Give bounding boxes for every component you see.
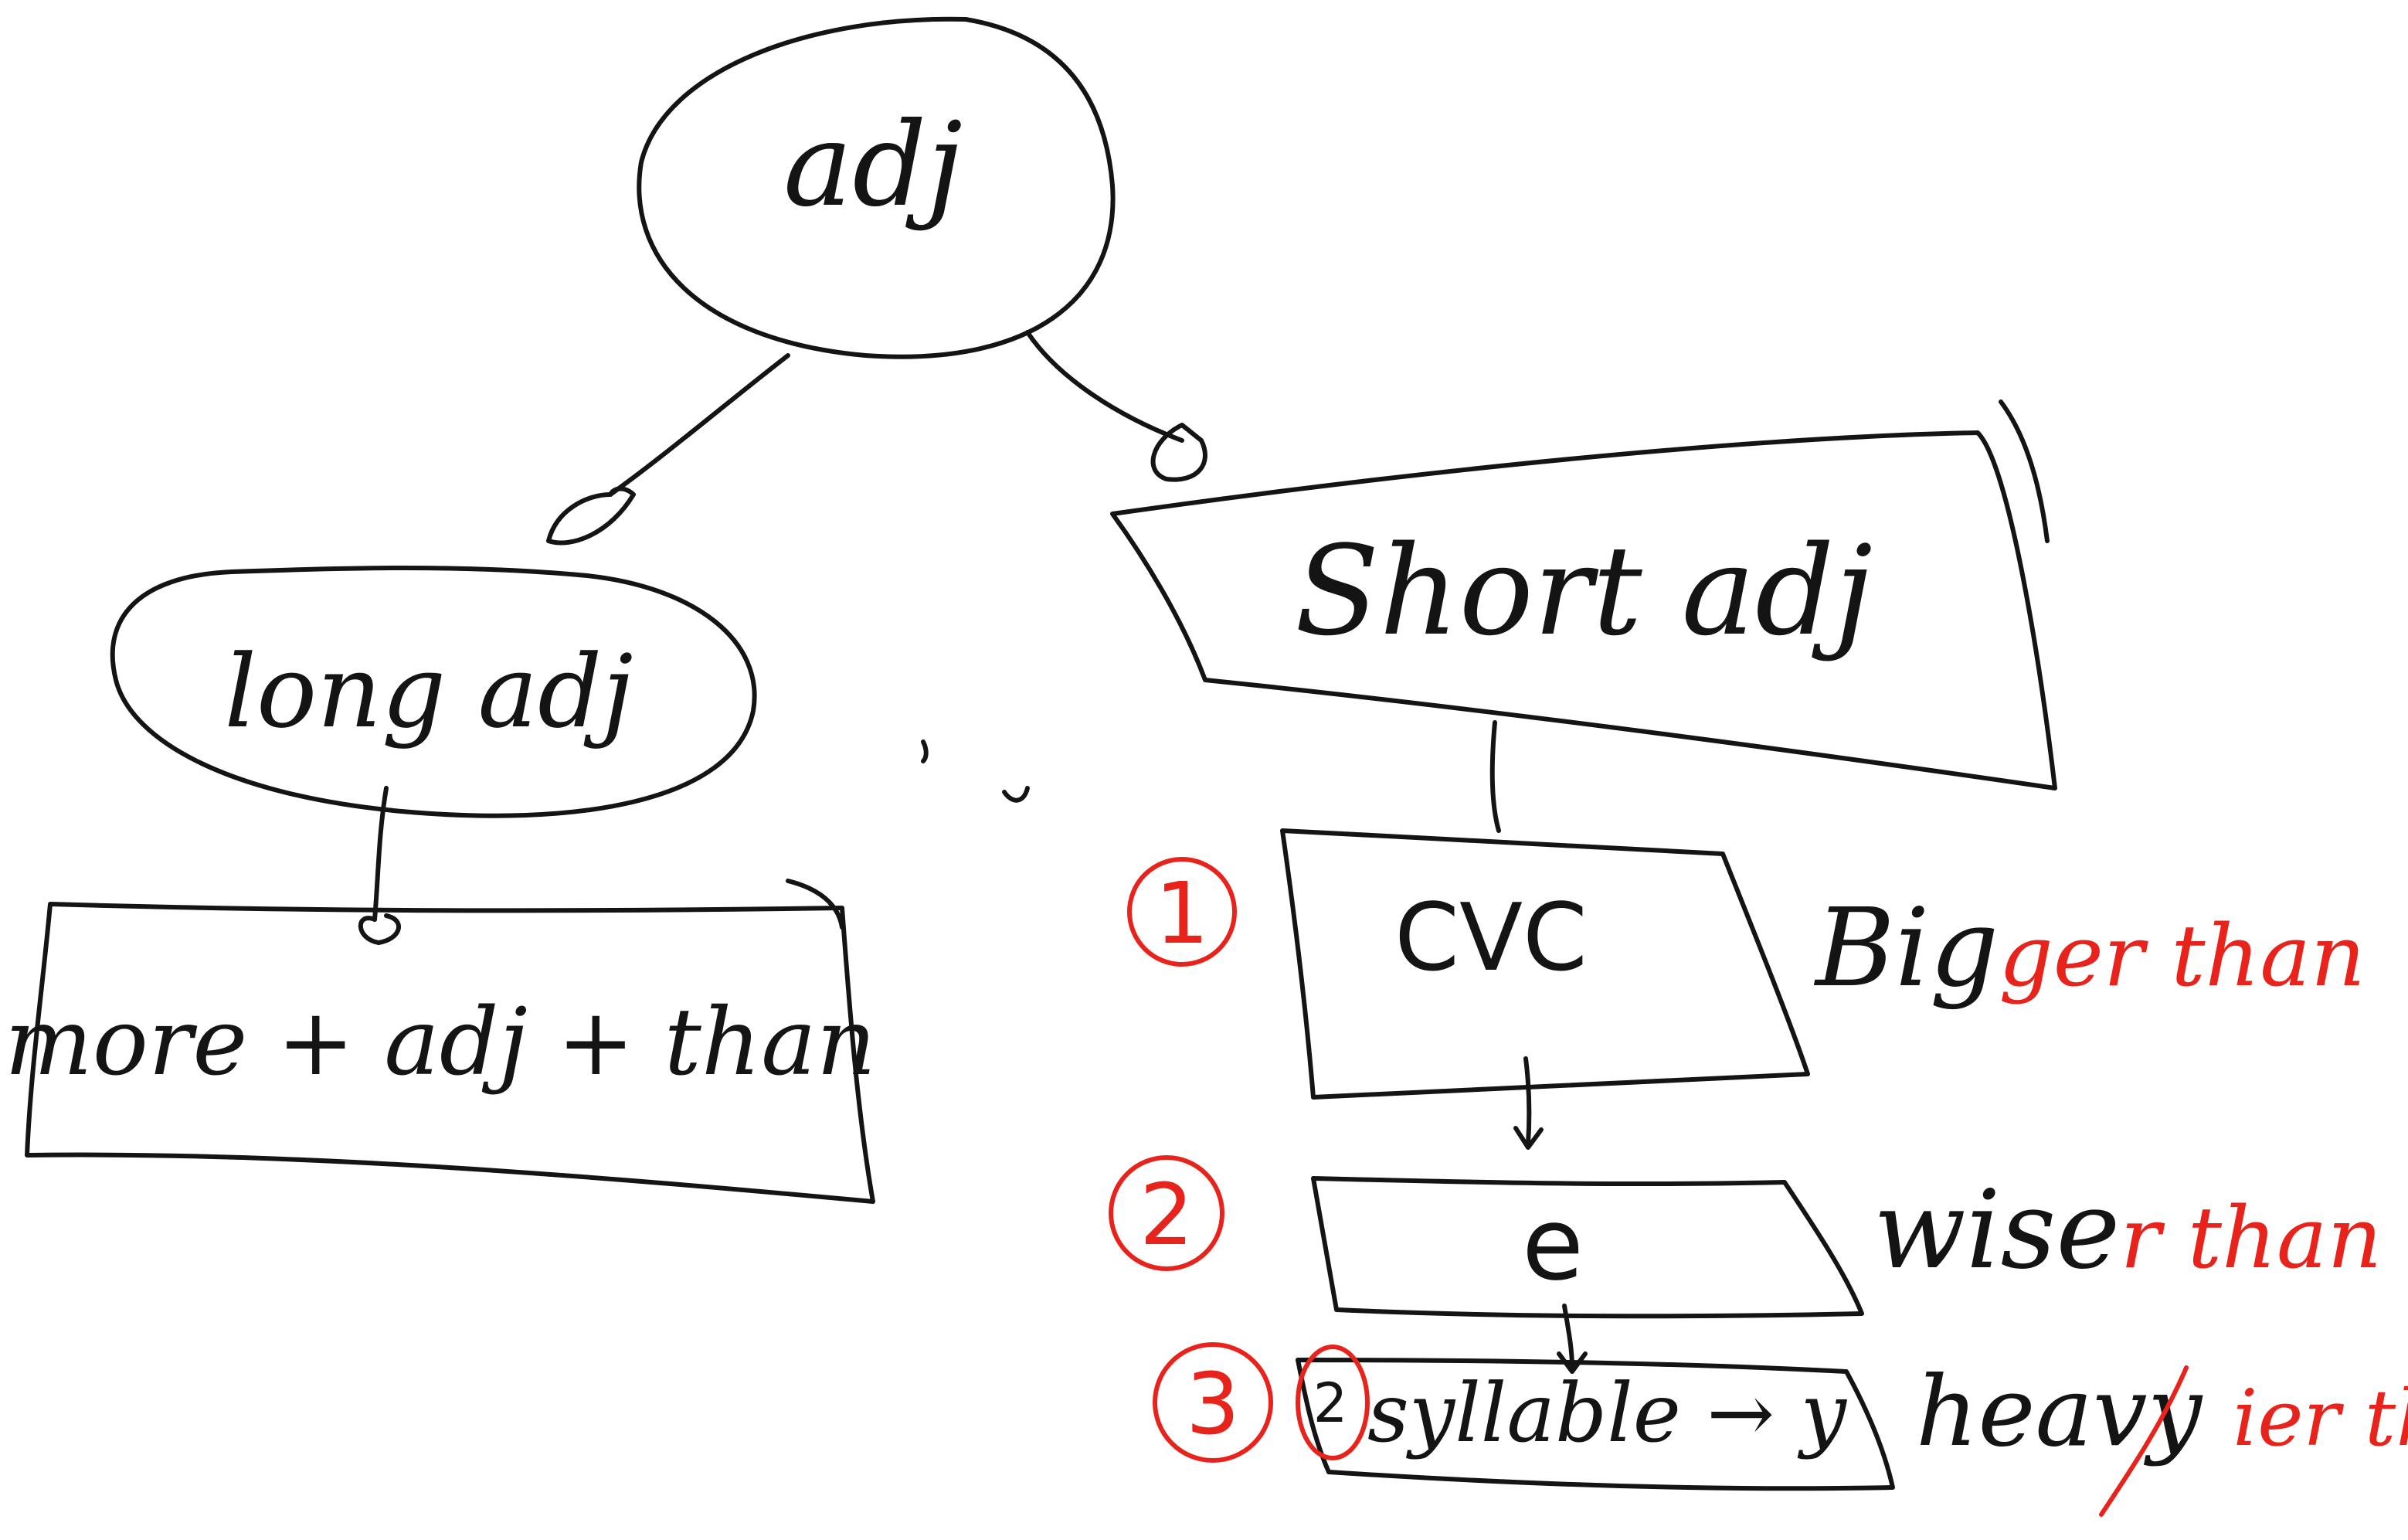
edge-rule1-to-rule2 bbox=[1513, 1056, 1544, 1150]
rule-1-example-suffix: ger than bbox=[1999, 906, 2366, 1005]
node-adj-outline bbox=[637, 16, 1116, 359]
arrowhead-icon bbox=[1150, 423, 1207, 482]
rule-2-example: wiser than bbox=[1873, 1168, 2382, 1294]
node-long-rule-label: more + adj + than bbox=[5, 989, 876, 1096]
edge-line bbox=[608, 353, 790, 497]
rule-3-syllable-count: 2 bbox=[1313, 1372, 1348, 1435]
edge-line bbox=[1523, 1056, 1532, 1146]
node-adj-label: adj bbox=[783, 98, 963, 233]
rule-3-number-circle bbox=[1153, 1342, 1273, 1463]
node-long-adj: long adj bbox=[110, 566, 757, 818]
rule-1-box-outline bbox=[1280, 828, 1810, 1100]
edge-line bbox=[372, 786, 389, 922]
rule-2-number-circle bbox=[1109, 1155, 1224, 1271]
rule-2-example-base: wise bbox=[1873, 1168, 2120, 1294]
edge-adj-to-long bbox=[546, 353, 790, 546]
edge-long-to-rule bbox=[358, 786, 401, 945]
arrowhead-icon bbox=[1557, 1351, 1588, 1374]
rule-3-label: syllable → y bbox=[1367, 1366, 1848, 1460]
rule-3: 3 2 syllable → y heavy ier than bbox=[1153, 1342, 2408, 1517]
rule-3-number: 3 bbox=[1186, 1355, 1240, 1453]
rule-2: 2 e wiser than bbox=[1109, 1155, 2382, 1319]
arrowhead-icon bbox=[546, 486, 636, 546]
rule-1-label: CVC bbox=[1394, 885, 1588, 992]
arrowhead-icon bbox=[358, 913, 401, 945]
box-flourish bbox=[786, 879, 844, 930]
rule-3-example-suffix: ier than bbox=[2233, 1373, 2408, 1464]
node-long-adj-label: long adj bbox=[224, 633, 633, 750]
stray-mark bbox=[1002, 786, 1030, 803]
node-long-rule: more + adj + than bbox=[5, 879, 876, 1204]
arrowhead-icon bbox=[1513, 1126, 1544, 1150]
edge-line bbox=[1025, 330, 1184, 443]
rule-3-box-outline bbox=[1296, 1358, 1895, 1491]
rule-3-example: heavy ier than bbox=[1916, 1356, 2408, 1468]
node-short-adj: Short adj bbox=[1110, 399, 2057, 790]
rule-3-strike-y bbox=[2099, 1365, 2189, 1517]
edge-short-to-rule1 bbox=[1489, 720, 1501, 833]
node-long-adj-outline bbox=[110, 566, 757, 818]
rule-3-example-base: heavy bbox=[1916, 1356, 2203, 1468]
node-long-rule-outline bbox=[25, 902, 875, 1204]
edge-line bbox=[1489, 720, 1501, 833]
rule-3-syllable-count-circle bbox=[1296, 1345, 1370, 1460]
rule-2-example-suffix: r than bbox=[2120, 1188, 2382, 1287]
node-short-adj-outline bbox=[1110, 430, 2057, 790]
node-short-adj-label: Short adj bbox=[1295, 518, 1873, 663]
rule-1-example: Bigger than bbox=[1813, 886, 2366, 1011]
rule-1-number-circle bbox=[1127, 857, 1237, 967]
rule-2-box-outline bbox=[1311, 1176, 1864, 1319]
rule-2-label: e bbox=[1522, 1185, 1584, 1303]
node-adj: adj bbox=[637, 16, 1116, 359]
stray-mark bbox=[921, 739, 929, 763]
rule-1-example-base: Big bbox=[1813, 886, 1999, 1011]
rule-1-number: 1 bbox=[1155, 864, 1209, 963]
rule-2-number: 2 bbox=[1139, 1165, 1194, 1264]
rule-1: 1 CVC Bigger than bbox=[1127, 828, 2366, 1100]
edge-adj-to-short bbox=[1025, 330, 1207, 482]
box-flourish bbox=[1999, 399, 2050, 543]
